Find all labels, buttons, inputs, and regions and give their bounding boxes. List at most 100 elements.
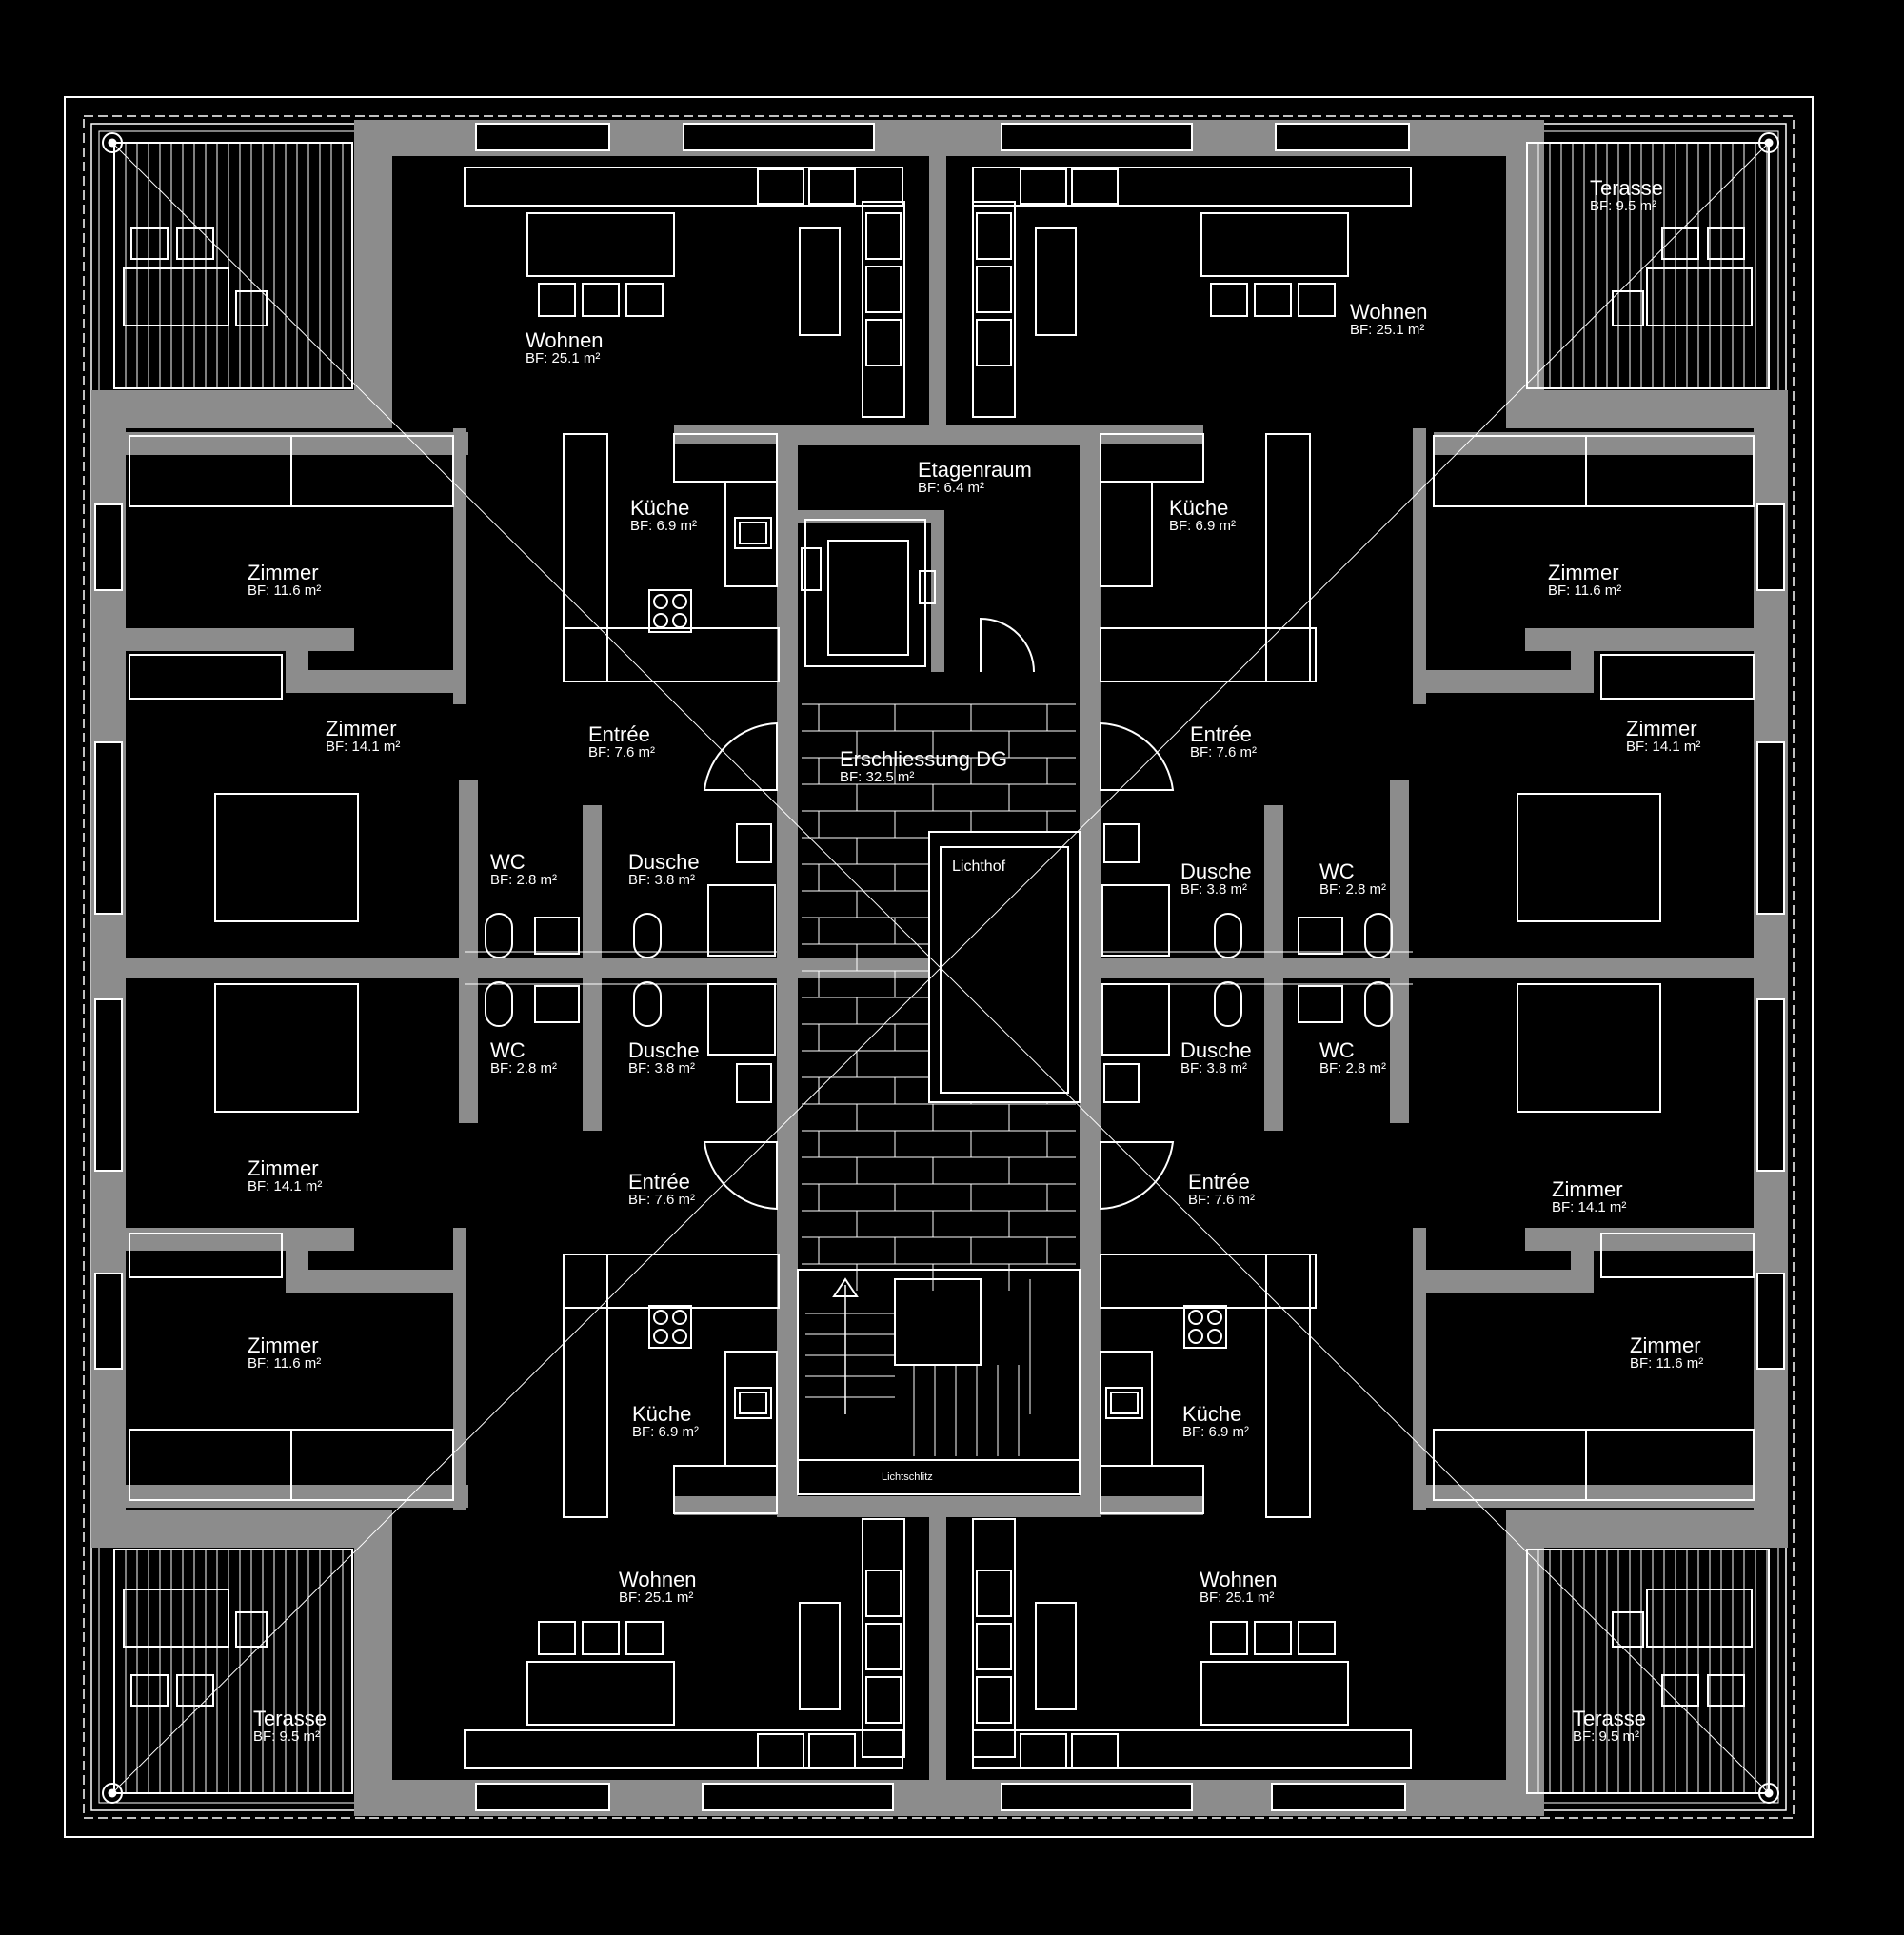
room-area: BF: 7.6 m² xyxy=(1188,1192,1256,1209)
wall xyxy=(1413,1485,1754,1508)
chair xyxy=(176,1674,214,1707)
diagonal-line xyxy=(111,142,1770,1794)
elevator-cabin xyxy=(827,540,909,656)
chair xyxy=(1210,1621,1248,1655)
terrace xyxy=(113,1549,353,1794)
cushion xyxy=(865,1570,902,1617)
cushion xyxy=(808,1733,856,1769)
room-name: Zimmer xyxy=(326,717,397,740)
room-name: Dusche xyxy=(628,850,700,874)
room-name: Erschliessung DG xyxy=(840,747,1008,771)
wall xyxy=(1506,1510,1544,1816)
shelf xyxy=(972,201,1016,418)
room-name: Wohnen xyxy=(1200,1568,1278,1591)
room-area: BF: 2.8 m² xyxy=(1319,881,1387,898)
shelf xyxy=(862,1518,905,1758)
window xyxy=(475,123,610,151)
burner xyxy=(1188,1329,1203,1344)
wall xyxy=(798,510,941,523)
cushion xyxy=(865,1676,902,1724)
window xyxy=(1001,123,1193,151)
room-area: BF: 6.9 m² xyxy=(630,518,698,535)
room-name: Wohnen xyxy=(1350,300,1428,324)
sink xyxy=(734,1387,772,1419)
room-name: Etagenraum xyxy=(918,458,1032,482)
room-area: BF: 6.4 m² xyxy=(918,480,985,497)
room-area: BF: 14.1 m² xyxy=(248,1178,323,1195)
corner-marker xyxy=(102,132,123,153)
corner-marker-dot xyxy=(1764,138,1774,148)
door-swing xyxy=(703,1141,778,1211)
wall xyxy=(1525,628,1754,651)
wall xyxy=(1080,1266,1101,1515)
desk xyxy=(1600,1233,1755,1278)
chair xyxy=(1707,1674,1745,1707)
washbasin xyxy=(1298,917,1343,955)
room-area: BF: 3.8 m² xyxy=(628,872,696,889)
wall xyxy=(126,1228,354,1251)
door-swing xyxy=(703,721,778,791)
kitchen-counter xyxy=(724,1351,778,1467)
cabinet xyxy=(1103,1063,1140,1103)
corner-marker xyxy=(102,1783,123,1804)
room-area: BF: 7.6 m² xyxy=(1190,744,1258,761)
room-area: BF: 7.6 m² xyxy=(628,1192,696,1209)
stair-arrow-head xyxy=(832,1277,859,1297)
room-area: BF: 14.1 m² xyxy=(1552,1199,1627,1216)
label-lichtschlitz: Lichtschlitz xyxy=(882,1471,933,1483)
room-area: BF: 3.8 m² xyxy=(628,1060,696,1077)
toilet xyxy=(485,981,513,1027)
room-name: Zimmer xyxy=(248,1333,319,1357)
room-name: WC xyxy=(490,1038,526,1062)
window xyxy=(1001,1783,1193,1811)
window xyxy=(683,123,875,151)
dining-table xyxy=(1200,212,1349,277)
terrace-table xyxy=(123,267,229,326)
bed xyxy=(1517,793,1661,922)
wall xyxy=(1101,1496,1203,1515)
door-swing xyxy=(1100,721,1175,791)
wall xyxy=(453,1228,466,1510)
room-name: Terasse xyxy=(1590,176,1664,200)
chair xyxy=(130,1674,169,1707)
cushion xyxy=(1071,168,1119,205)
room-name: Entrée xyxy=(628,1170,690,1194)
cushion xyxy=(976,319,1012,366)
cabinet xyxy=(1103,823,1140,863)
burner xyxy=(672,613,687,628)
room-name: Entrée xyxy=(1190,722,1252,746)
bed xyxy=(214,983,359,1113)
wall xyxy=(91,1510,367,1548)
wall xyxy=(286,1270,466,1293)
room-name: Zimmer xyxy=(1548,561,1619,584)
terrace-table xyxy=(1646,1589,1753,1648)
cushion xyxy=(1020,168,1067,205)
wall xyxy=(91,390,367,428)
room-area: BF: 14.1 m² xyxy=(1626,739,1701,756)
room-name: Zimmer xyxy=(1630,1333,1701,1357)
room-area: BF: 25.1 m² xyxy=(526,350,601,367)
cushion xyxy=(865,319,902,366)
sink-basin xyxy=(739,522,767,544)
shelf xyxy=(972,1518,1016,1758)
chair xyxy=(625,283,664,317)
sideboard xyxy=(799,227,841,336)
room-area: BF: 2.8 m² xyxy=(490,1060,558,1077)
room-area: BF: 14.1 m² xyxy=(326,739,401,756)
kitchen-counter xyxy=(1100,481,1153,587)
wardrobe xyxy=(1433,435,1755,507)
room-area: BF: 6.9 m² xyxy=(1182,1424,1250,1441)
room-name: Küche xyxy=(630,496,690,520)
cushion xyxy=(865,212,902,260)
interior-lines xyxy=(94,123,1785,1811)
sideboard xyxy=(1035,227,1077,336)
cushion xyxy=(976,1676,1012,1724)
